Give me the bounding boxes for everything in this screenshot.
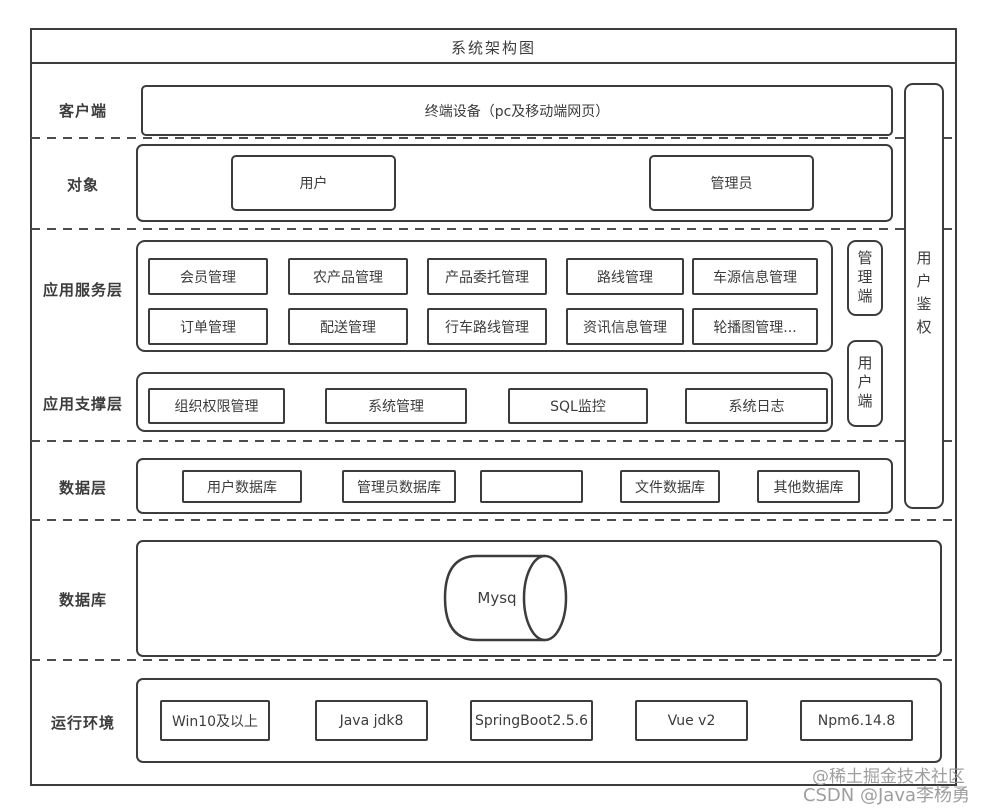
title-divider: [30, 62, 957, 64]
row-divider: [31, 659, 956, 661]
user-side-box: 用户端: [847, 340, 883, 427]
db-box-empty: [480, 470, 583, 503]
watermark-juejin: @稀土掘金技术社区: [812, 767, 965, 787]
service-box-driving-route: 行车路线管理: [427, 308, 547, 345]
service-box-news-info: 资讯信息管理: [566, 308, 684, 345]
runtime-box-npm: Npm6.14.8: [800, 700, 913, 741]
db-box-file: 文件数据库: [620, 470, 720, 503]
object-user-box: 用户: [231, 155, 396, 211]
user-auth-box: 用户鉴权: [904, 83, 944, 509]
row-label-app-support: 应用支撑层: [42, 395, 123, 413]
support-box-org-perm: 组织权限管理: [148, 388, 285, 424]
runtime-box-win10: Win10及以上: [160, 700, 270, 741]
user-side-label: 用户端: [855, 355, 874, 412]
db-box-other: 其他数据库: [757, 470, 860, 503]
user-auth-label: 用户鉴权: [914, 250, 933, 342]
service-box-carousel: 轮播图管理...: [692, 308, 818, 345]
object-admin-box: 管理员: [649, 155, 814, 211]
runtime-box-jdk: Java jdk8: [315, 700, 428, 741]
support-box-system-mgmt: 系统管理: [325, 388, 467, 424]
row-divider: [31, 440, 956, 442]
row-divider: [31, 228, 956, 230]
runtime-box-springboot: SpringBoot2.5.6: [470, 700, 593, 741]
database-cylinder: Mysq: [443, 554, 568, 642]
service-box-vehicle-info: 车源信息管理: [692, 258, 818, 295]
service-box-produce: 农产品管理: [288, 258, 408, 295]
row-label-app-service: 应用服务层: [42, 281, 123, 299]
service-box-route: 路线管理: [566, 258, 684, 295]
row-label-runtime: 运行环境: [50, 714, 115, 732]
admin-side-box: 管理端: [847, 240, 883, 316]
db-box-user: 用户数据库: [182, 470, 302, 503]
row-divider: [31, 137, 956, 139]
row-divider: [31, 519, 956, 521]
db-box-admin: 管理员数据库: [342, 470, 456, 503]
runtime-box-vue: Vue v2: [635, 700, 748, 741]
row-label-objects: 对象: [66, 176, 99, 194]
row-label-data-layer: 数据层: [58, 479, 107, 497]
diagram-outer-frame: [30, 28, 957, 786]
service-box-member: 会员管理: [148, 258, 268, 295]
database-cylinder-label: Mysq: [477, 589, 516, 607]
row-label-database: 数据库: [58, 591, 107, 609]
service-box-delivery: 配送管理: [288, 308, 408, 345]
support-box-system-log: 系统日志: [685, 388, 828, 424]
service-box-consign: 产品委托管理: [427, 258, 547, 295]
watermark-csdn: CSDN @Java李杨勇: [802, 785, 970, 806]
diagram-title: 系统架构图: [450, 39, 536, 57]
terminal-device-box: 终端设备（pc及移动端网页）: [141, 85, 893, 136]
admin-side-label: 管理端: [855, 249, 874, 307]
row-label-client: 客户端: [58, 102, 107, 120]
service-box-order: 订单管理: [148, 308, 268, 345]
support-box-sql-monitor: SQL监控: [508, 388, 648, 424]
